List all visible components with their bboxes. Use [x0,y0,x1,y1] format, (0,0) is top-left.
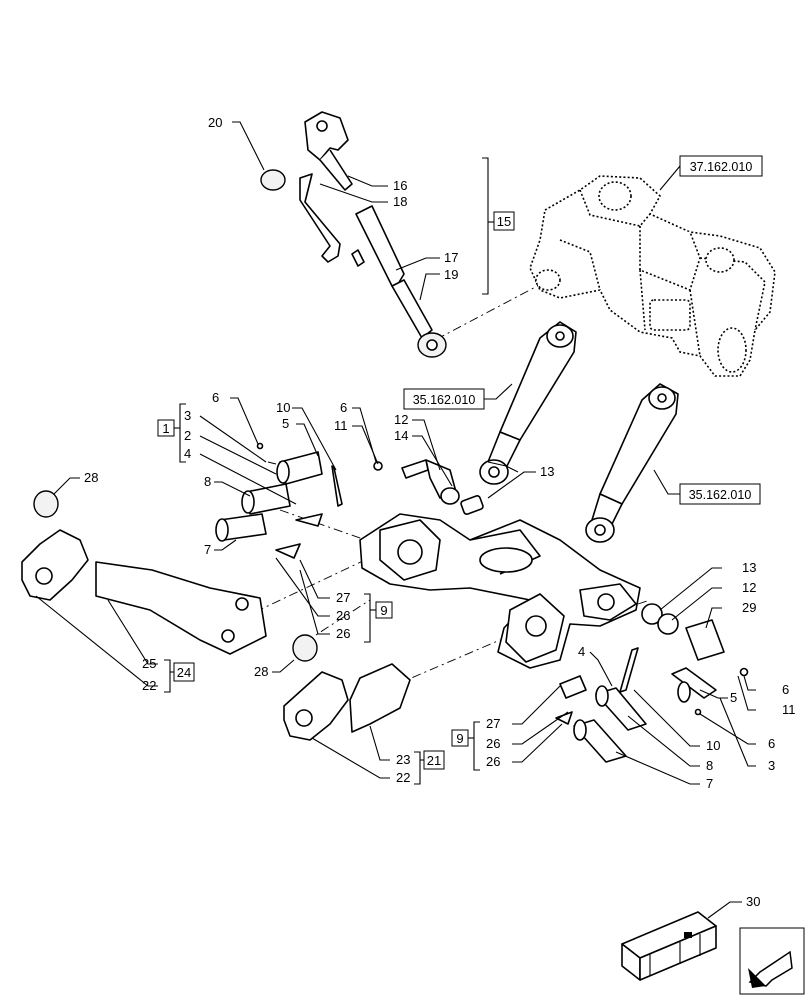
callout-numbers: 20 16 18 17 19 6 3 2 4 10 5 6 11 12 14 1… [84,115,796,909]
left-lift-cylinder [479,321,577,485]
reference-box-hitch[interactable]: 37.162.010 [679,155,763,177]
hitch-ref-leader [659,165,681,191]
navigation-arrow-icon[interactable] [739,927,805,995]
right-lift-cylinder [585,383,679,543]
callout-28-b: 28 [254,664,268,679]
callout-13-a: 13 [540,464,554,479]
svg-text:9: 9 [380,603,387,618]
callout-18: 18 [393,194,407,209]
cylinder-left-ref-leader [484,383,513,400]
top-link-tube [355,205,405,287]
callout-19: 19 [444,267,458,282]
callout-12-b: 12 [742,580,756,595]
callout-6-d: 6 [768,736,775,751]
svg-text:21: 21 [427,753,441,768]
hitch-reference-label: 37.162.010 [690,160,753,174]
reference-box-cylinder-left[interactable]: 35.162.010 [403,388,485,410]
group-box-9-bottom[interactable]: 9 [451,729,469,747]
alignment-lines [254,281,651,701]
callout-4-a: 4 [184,446,191,461]
cylinder-right-ref-leader [653,469,680,495]
callout-11-b: 11 [782,702,796,717]
crate-part-30 [621,911,717,981]
callout-26-a: 26 [336,608,350,623]
callout-27-a: 27 [336,590,350,605]
pin-clip-part-18 [299,173,341,263]
grouping-brackets [164,157,494,785]
reference-box-cylinder-right[interactable]: 35.162.010 [679,483,761,505]
left-pins-and-fasteners [215,442,484,559]
callout-3-a: 3 [184,408,191,423]
leader-lines [35,121,756,919]
callout-8-b: 8 [706,758,713,773]
lower-link-frame [359,513,641,669]
callout-10-a: 10 [276,400,290,415]
ball-part-28-bottom [292,634,318,662]
callout-27-b: 27 [486,716,500,731]
svg-text:24: 24 [177,665,191,680]
callout-3-b: 3 [768,758,775,773]
callout-20: 20 [208,115,222,130]
group-box-21[interactable]: 21 [423,750,445,770]
callout-6-a: 6 [212,390,219,405]
group-box-15[interactable]: 15 [493,211,515,231]
svg-text:15: 15 [497,214,511,229]
callout-10-b: 10 [706,738,720,753]
callout-12-a: 12 [394,412,408,427]
callout-8-a: 8 [204,474,211,489]
callout-2-a: 2 [184,428,191,443]
svg-text:1: 1 [162,421,169,436]
callout-22-b: 22 [396,770,410,785]
callout-11-a: 11 [334,418,348,433]
callout-26-c: 26 [486,736,500,751]
callout-6-b: 6 [340,400,347,415]
cylinder-right-reference-label: 35.162.010 [689,488,752,502]
hitch-frame-assembly [529,175,776,377]
group-box-9-top[interactable]: 9 [375,601,393,619]
callout-23-a: 23 [396,752,410,767]
callout-28-a: 28 [84,470,98,485]
group-box-1[interactable]: 1 [157,419,175,437]
callout-26-d: 26 [486,754,500,769]
callout-14-a: 14 [394,428,408,443]
cylinder-left-reference-label: 35.162.010 [413,393,476,407]
callout-7-a: 7 [204,542,211,557]
ball-part-28-top [33,490,59,518]
callout-4-b: 4 [578,644,585,659]
svg-text:9: 9 [456,731,463,746]
right-pins-and-fasteners [555,603,749,763]
right-hook-assembly [283,663,411,741]
group-box-24[interactable]: 24 [173,662,195,682]
callout-22-a: 22 [142,678,156,693]
callout-17: 17 [444,250,458,265]
top-link-head [304,111,349,161]
callout-7-b: 7 [706,776,713,791]
top-link-assembly [260,111,447,358]
callout-29-a: 29 [742,600,756,615]
callout-25-a: 25 [142,656,156,671]
callout-16: 16 [393,178,407,193]
ball-part-20 [260,169,286,191]
callout-6-c: 6 [782,682,789,697]
callout-5-b: 5 [730,690,737,705]
callout-30: 30 [746,894,760,909]
callout-5-a: 5 [282,416,289,431]
callout-26-b: 26 [336,626,350,641]
left-hook-assembly [21,490,318,662]
callout-13-b: 13 [742,560,756,575]
